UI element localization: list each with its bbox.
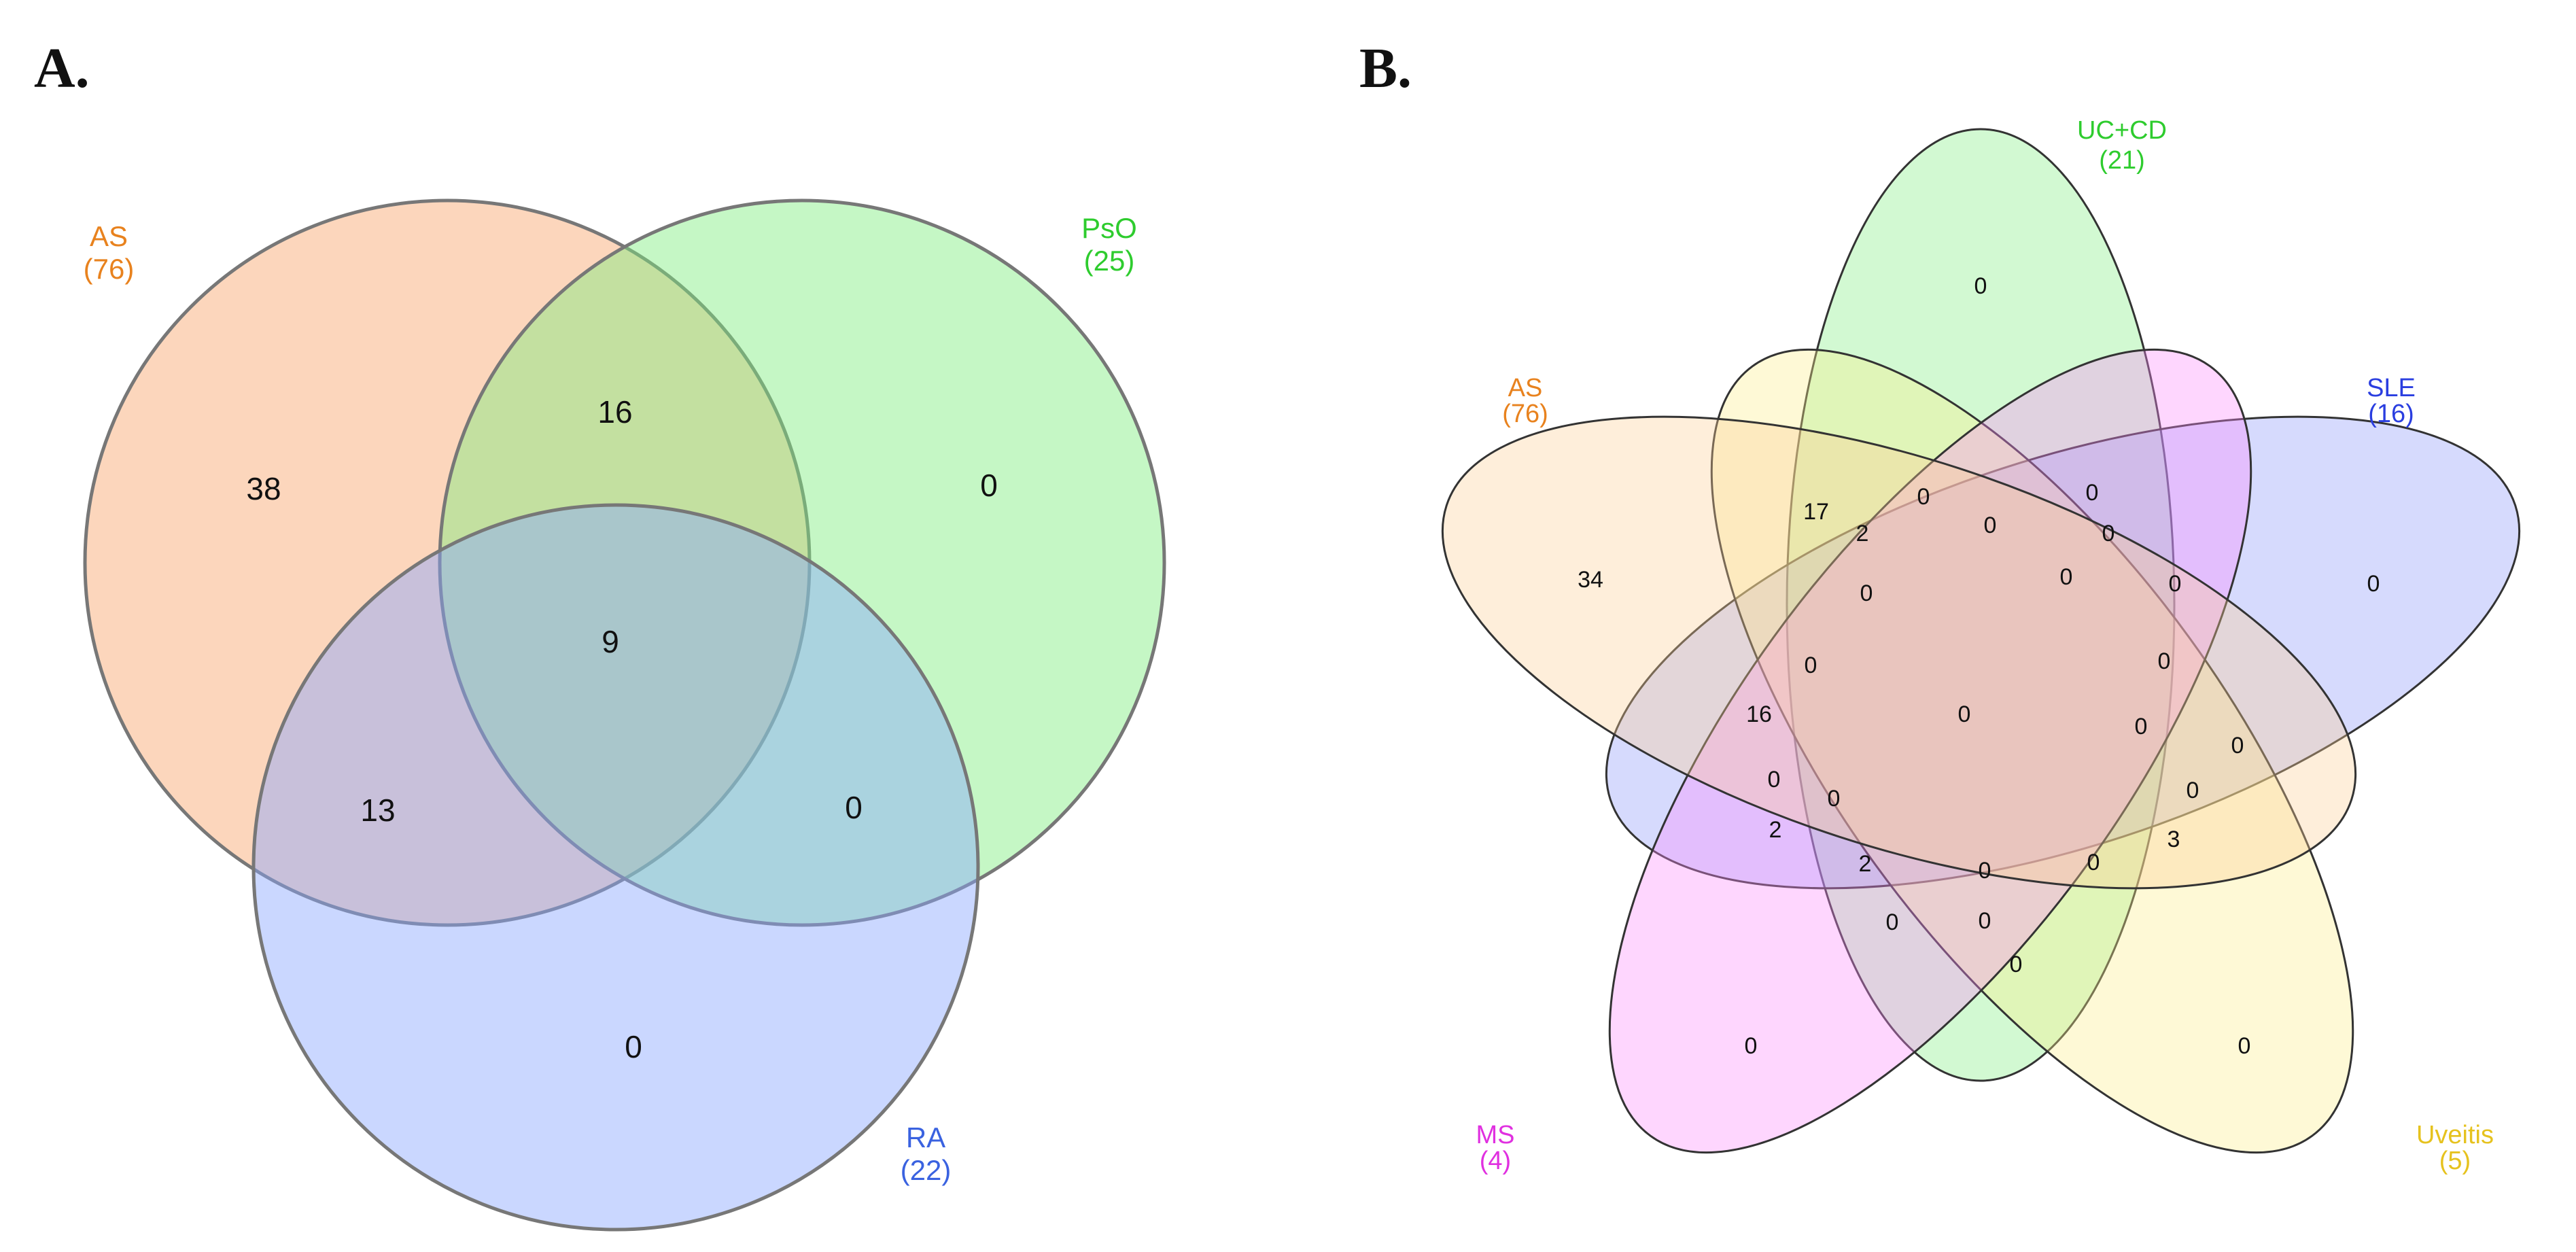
set-label-uveitis-count: (5) [2439,1147,2471,1175]
region-count: 3 [2168,827,2180,852]
venn-b-set-labels: UC+CD (21) SLE (16) Uveitis (5) MS (4) A… [1476,116,2494,1175]
region-count: 0 [2231,733,2244,759]
region-count: 0 [2187,778,2199,803]
set-label-pso-count: (25) [1084,245,1135,277]
venn-a-region-counts: 38 16 0 9 13 0 0 [246,394,997,1064]
region-count: 0 [1886,909,1899,935]
region-count: 34 [1578,567,1603,593]
region-count: 0 [1768,767,1781,793]
region-count: 0 [1979,858,1991,884]
region-count: 0 [2086,480,2099,506]
set-label-ra-name: RA [906,1121,945,1153]
set-ellipse-ms [1608,348,2252,1154]
region-count-pso-ra: 0 [845,790,863,825]
venn-a-set-labels: AS (76) PsO (25) RA (22) [84,212,1137,1186]
set-label-as-count: (76) [84,253,135,285]
set-ellipse-as [1441,415,2357,890]
set-label-as-count: (76) [1502,400,1548,428]
panel-a-label: A. [34,37,90,100]
region-count: 16 [1746,701,1772,727]
region-count: 0 [1805,653,1817,678]
region-count: 0 [1828,786,1841,812]
set-circle-ra [251,503,980,1232]
set-label-uc-cd-name: UC+CD [2077,116,2167,145]
set-label-ms-count: (4) [1480,1147,1511,1175]
region-count: 0 [1917,484,1930,510]
region-count: 17 [1803,499,1829,525]
venn-b-region-counts: 0 0 0 0 0 17 2 0 0 0 0 0 0 0 0 34 16 0 0… [1578,273,2380,1059]
set-label-as-name: AS [90,220,128,252]
set-label-uc-cd-count: (21) [2099,146,2145,175]
region-count: 0 [1745,1033,1758,1059]
region-count-as-only: 38 [246,471,281,506]
set-label-as-name: AS [1508,374,1543,402]
set-label-sle-count: (16) [2368,400,2414,428]
panel-a: A. AS (76) PsO (25) RA (22) 38 16 0 9 13… [34,37,1166,1232]
region-count: 0 [1984,512,1997,538]
panel-b: B. UC+CD (21) SLE (16) Uveitis (5) MS (4… [1359,37,2521,1175]
region-count: 0 [2158,648,2171,674]
region-count: 0 [2060,564,2073,590]
region-count: 0 [2010,952,2023,977]
set-ellipse-sle [1605,415,2521,890]
region-count-as-pso: 16 [597,394,632,430]
set-label-pso-name: PsO [1081,212,1137,244]
region-count: 0 [1974,273,1987,299]
region-count-as-ra: 13 [360,793,395,828]
set-label-ms-name: MS [1476,1121,1515,1149]
region-count: 2 [1859,851,1872,877]
set-ellipse-uveitis [1710,348,2354,1154]
region-count: 0 [2102,521,2115,546]
set-label-sle-name: SLE [2367,374,2416,402]
region-count: 0 [2367,571,2380,597]
region-count: 0 [2238,1033,2251,1059]
set-label-uveitis-name: Uveitis [2416,1121,2494,1149]
region-count: 2 [1769,817,1782,843]
region-count: 0 [2169,571,2182,597]
region-count-ra-only: 0 [625,1029,642,1064]
set-circle-pso [438,198,1166,927]
region-count: 0 [1979,908,1991,934]
region-count: 0 [2135,714,2148,740]
region-count-all-three: 9 [602,624,619,659]
region-count: 0 [1860,580,1873,606]
region-count: 0 [1958,701,1971,727]
region-count: 2 [1856,521,1869,546]
region-count: 0 [2087,850,2100,875]
panel-b-label: B. [1359,37,1412,100]
venn-b-ellipses [1441,128,2521,1154]
venn-a-circles [83,198,1166,1232]
set-label-ra-count: (22) [901,1154,952,1186]
region-count-pso-only: 0 [980,468,998,503]
